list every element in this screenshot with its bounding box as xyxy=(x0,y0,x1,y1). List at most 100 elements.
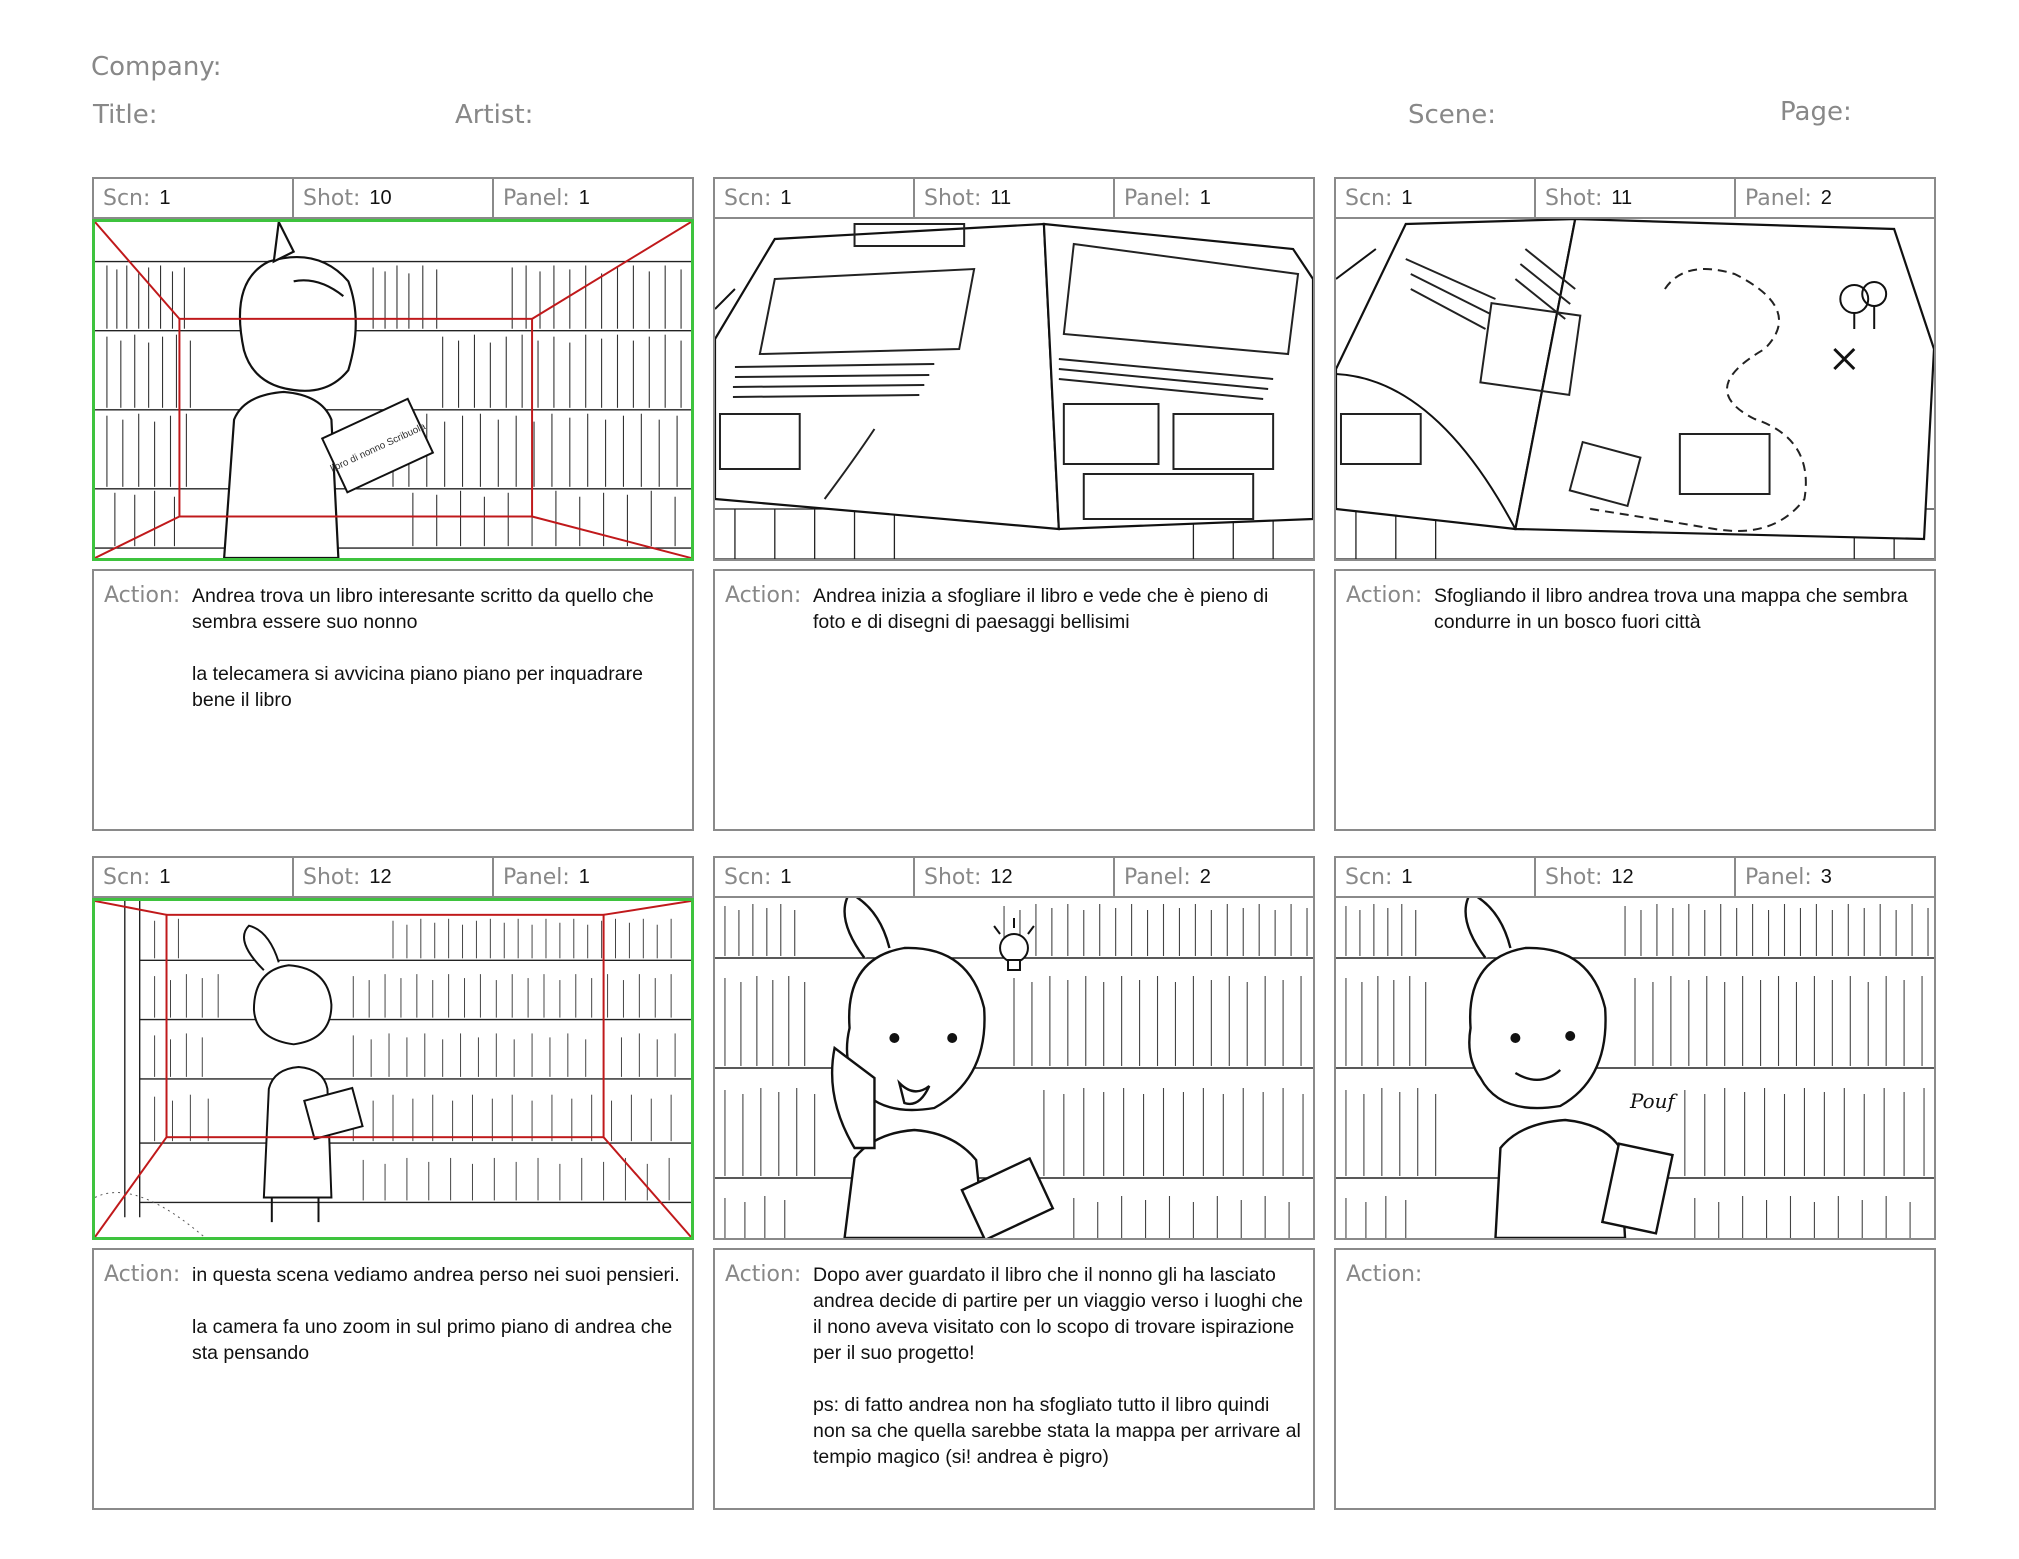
panel-label: Panel: xyxy=(1124,185,1191,211)
artist-label: Artist: xyxy=(455,100,534,130)
action-text: Sfogliando il libro andrea trova una map… xyxy=(1434,583,1924,817)
scn-label: Scn: xyxy=(724,864,772,890)
panel-number-cell: Panel: 2 xyxy=(1115,858,1313,896)
scn-label: Scn: xyxy=(1345,864,1393,890)
action-text: Andrea trova un libro interesante scritt… xyxy=(192,583,682,817)
scn-label: Scn: xyxy=(1345,185,1393,211)
shot-cell: Shot:12 xyxy=(1536,858,1736,896)
panel-number-cell: Panel: 1 xyxy=(494,858,692,896)
panel-value: 1 xyxy=(578,865,590,888)
action-line: la camera fa uno zoom in sul primo piano… xyxy=(192,1316,673,1364)
panel-value: 3 xyxy=(1820,865,1832,888)
shot-value: 11 xyxy=(990,186,1012,209)
action-line: Andrea trova un libro interesante scritt… xyxy=(192,585,654,633)
panel-info-bar: Scn: 1 Shot: 11 Panel: 2 xyxy=(1334,177,1936,219)
drawing-frame: Pouf xyxy=(1334,898,1936,1240)
panel-info-bar: Scn: 1 Shot: 12 Panel: 1 xyxy=(92,856,694,898)
panel-number-cell: Panel: 1 xyxy=(494,179,692,217)
action-box: Action: Sfogliando il libro andrea trova… xyxy=(1334,569,1936,831)
panel-value: 1 xyxy=(578,186,590,209)
scn-value: 1 xyxy=(159,186,171,209)
action-box: Action: Dopo aver guardato il libro che … xyxy=(713,1248,1315,1510)
action-line: Dopo aver guardato il libro che il nonno… xyxy=(813,1264,1303,1364)
panel-info-bar: Scn: 1 Shot:12 Panel: 3 xyxy=(1334,856,1936,898)
map-page-sketch xyxy=(1336,219,1934,559)
shot-value: 11 xyxy=(1611,186,1633,209)
panel-label: Panel: xyxy=(503,864,570,890)
scn-cell: Scn: 1 xyxy=(1336,858,1536,896)
scn-value: 1 xyxy=(1401,865,1413,888)
x-mark-icon xyxy=(1833,347,1856,371)
shot-value: 12 xyxy=(990,865,1013,888)
scn-value: 1 xyxy=(159,865,171,888)
lightbulb-icon xyxy=(993,918,1035,971)
company-label: Company: xyxy=(91,52,222,82)
panel-info-bar: Scn: 1 Shot: 12 Panel: 2 xyxy=(713,856,1315,898)
scn-label: Scn: xyxy=(103,185,151,211)
scn-cell: Scn: 1 xyxy=(94,179,294,217)
action-label: Action: xyxy=(725,583,802,608)
action-label: Action: xyxy=(104,583,181,608)
action-box: Action: Andrea trova un libro interesant… xyxy=(92,569,694,831)
shot-label: Shot: xyxy=(303,185,361,211)
shot-label: Shot: xyxy=(303,864,361,890)
shot-cell: Shot: 10 xyxy=(294,179,494,217)
drawing-frame xyxy=(713,898,1315,1240)
panel-label: Panel: xyxy=(1124,864,1191,890)
open-book-sketch xyxy=(715,219,1313,559)
action-line: Andrea inizia a sfogliare il libro e ved… xyxy=(813,585,1269,633)
wide-shelf-sketch xyxy=(95,901,691,1237)
panel-label: Panel: xyxy=(1745,864,1812,890)
shot-value: 12 xyxy=(1611,865,1634,888)
action-text: Andrea inizia a sfogliare il libro e ved… xyxy=(813,583,1303,817)
drawing-frame xyxy=(92,898,694,1240)
shot-cell: Shot: 12 xyxy=(294,858,494,896)
page-label: Page: xyxy=(1780,97,1852,127)
action-label: Action: xyxy=(1346,1262,1423,1287)
scn-cell: Scn: 1 xyxy=(94,858,294,896)
shot-cell: Shot: 11 xyxy=(915,179,1115,217)
action-box: Action: Andrea inizia a sfogliare il lib… xyxy=(713,569,1315,831)
scn-label: Scn: xyxy=(724,185,772,211)
panel-value: 1 xyxy=(1199,186,1211,209)
shot-label: Shot: xyxy=(924,185,982,211)
panel-label: Panel: xyxy=(1745,185,1812,211)
panel-label: Panel: xyxy=(503,185,570,211)
scn-label: Scn: xyxy=(103,864,151,890)
drawing-frame xyxy=(1334,219,1936,561)
scn-cell: Scn: 1 xyxy=(1336,179,1536,217)
action-line: ps: di fatto andrea non ha sfogliato tut… xyxy=(813,1394,1301,1468)
shot-label: Shot: xyxy=(1545,185,1603,211)
scn-cell: Scn: 1 xyxy=(715,179,915,217)
drawing-frame: libro di nonno Scribuola xyxy=(92,219,694,561)
panel-number-cell: Panel: 2 xyxy=(1736,179,1934,217)
idea-closeup-sketch xyxy=(715,898,1313,1238)
action-label: Action: xyxy=(1346,583,1423,608)
action-box: Action: xyxy=(1334,1248,1936,1510)
shot-cell: Shot: 12 xyxy=(915,858,1115,896)
scn-value: 1 xyxy=(780,186,792,209)
title-label: Title: xyxy=(93,100,158,130)
scn-value: 1 xyxy=(1401,186,1413,209)
action-text: Dopo aver guardato il libro che il nonno… xyxy=(813,1262,1303,1496)
panel-number-cell: Panel: 1 xyxy=(1115,179,1313,217)
smile-closeup-sketch: Pouf xyxy=(1336,898,1934,1238)
panel-value: 2 xyxy=(1199,865,1211,888)
scene-label: Scene: xyxy=(1408,100,1497,130)
sfx-text: Pouf xyxy=(1629,1089,1678,1113)
tree-icon xyxy=(1839,281,1888,329)
shot-value: 12 xyxy=(369,865,392,888)
shot-label: Shot: xyxy=(924,864,982,890)
action-line: in questa scena vediamo andrea perso nei… xyxy=(192,1264,680,1286)
shot-cell: Shot: 11 xyxy=(1536,179,1736,217)
scn-cell: Scn: 1 xyxy=(715,858,915,896)
panel-number-cell: Panel: 3 xyxy=(1736,858,1934,896)
action-label: Action: xyxy=(725,1262,802,1287)
panel-value: 2 xyxy=(1820,186,1832,209)
panel-info-bar: Scn: 1 Shot: 11 Panel: 1 xyxy=(713,177,1315,219)
action-line: Sfogliando il libro andrea trova una map… xyxy=(1434,585,1908,633)
bookshelf-sketch: libro di nonno Scribuola xyxy=(95,222,691,558)
shot-value: 10 xyxy=(369,186,392,209)
scn-value: 1 xyxy=(780,865,792,888)
action-text: in questa scena vediamo andrea perso nei… xyxy=(192,1262,682,1496)
